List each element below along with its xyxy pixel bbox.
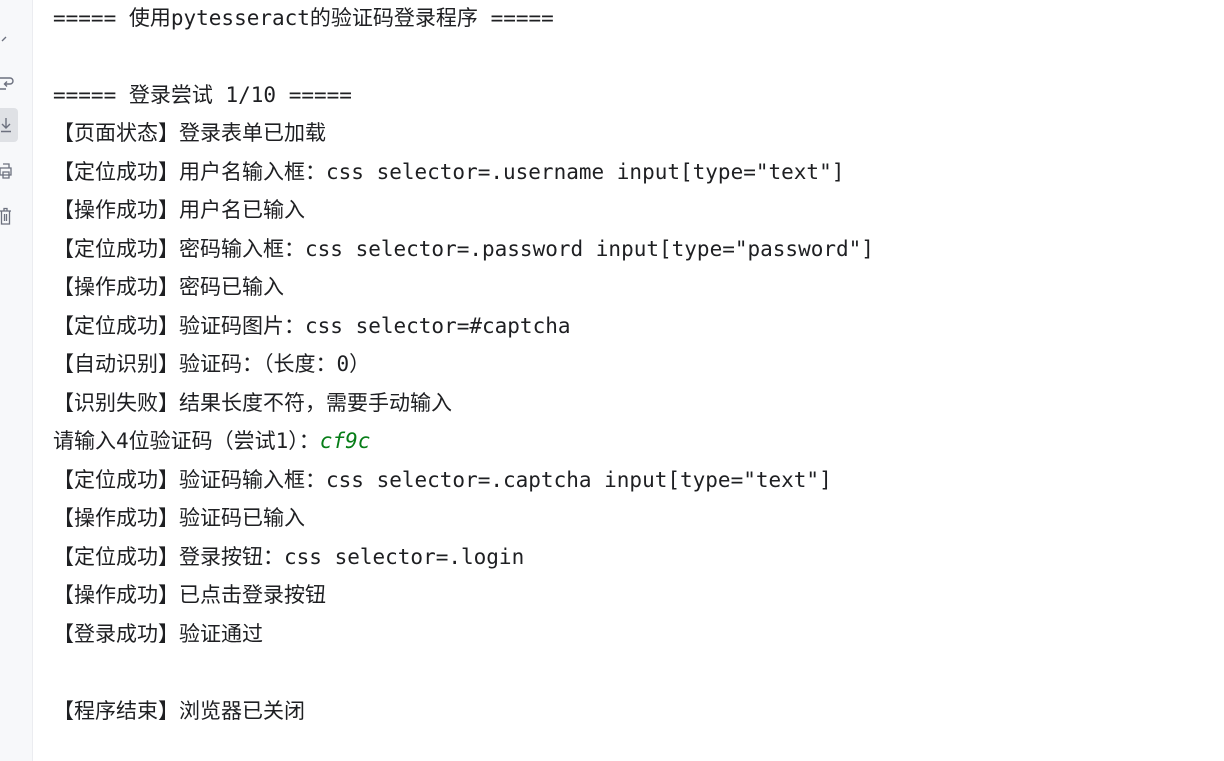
soft-wrap-icon[interactable] <box>0 66 18 100</box>
input-prompt: 请输入4位验证码（尝试1）： <box>53 429 320 453</box>
console-line: 【页面状态】登录表单已加载 <box>53 121 326 145</box>
console-line: 【操作成功】已点击登录按钮 <box>53 583 326 607</box>
console-line-attempt: ===== 登录尝试 1/10 ===== <box>53 83 352 107</box>
trash-icon[interactable] <box>0 200 18 234</box>
console-output: ===== 使用pytesseract的验证码登录程序 ===== ===== … <box>53 0 1224 761</box>
console-line-input-prompt: 请输入4位验证码（尝试1）：cf9c <box>53 428 370 454</box>
console-line: 【定位成功】用户名输入框：css selector=.username inpu… <box>53 160 845 184</box>
console-line: 【定位成功】验证码图片：css selector=#captcha <box>53 314 571 338</box>
console-line: 【自动识别】验证码：（长度：0） <box>53 352 371 376</box>
console-line: 【操作成功】密码已输入 <box>53 275 284 299</box>
console-line: 【定位成功】密码输入框：css selector=.password input… <box>53 237 874 261</box>
console-toolbar <box>0 0 33 761</box>
console-line: 【登录成功】验证通过 <box>53 622 263 646</box>
console-line: 【识别失败】结果长度不符，需要手动输入 <box>53 391 452 415</box>
console-line-end: 【程序结束】浏览器已关闭 <box>53 699 305 723</box>
scroll-to-end-icon[interactable] <box>0 108 18 142</box>
chevron-icon[interactable] <box>0 24 18 54</box>
print-icon[interactable] <box>0 154 18 188</box>
console-line: 【操作成功】用户名已输入 <box>53 198 305 222</box>
console-line: 【操作成功】验证码已输入 <box>53 506 305 530</box>
console-line: 【定位成功】登录按钮：css selector=.login <box>53 545 525 569</box>
console-line-header: ===== 使用pytesseract的验证码登录程序 ===== <box>53 6 554 30</box>
console-line: 【定位成功】验证码输入框：css selector=.captcha input… <box>53 468 832 492</box>
user-input-text[interactable]: cf9c <box>319 429 371 453</box>
